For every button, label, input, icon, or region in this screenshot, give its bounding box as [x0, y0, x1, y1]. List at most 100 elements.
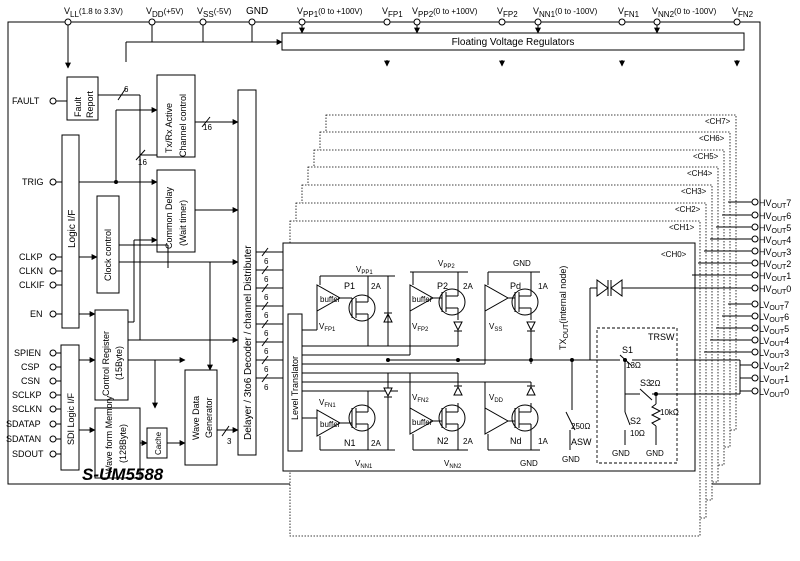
fault-report-block: [66, 76, 99, 121]
hv7-label: HVOUT7: [759, 198, 791, 210]
txrx-label-1: Tx/Rx Active: [164, 103, 174, 153]
fault-report-label-1: Fault: [73, 96, 83, 117]
svg-text:buffer: buffer: [320, 295, 341, 304]
cd-vpp1-label: VPP1: [356, 265, 373, 276]
common-delay-block: [156, 169, 196, 253]
svg-text:1A: 1A: [538, 437, 548, 446]
gnd-label: GND: [246, 6, 268, 17]
nd-stage: VDD Nd 1A GND: [484, 381, 548, 468]
control-register-block: [94, 309, 129, 401]
pin-fault: FAULT: [12, 96, 40, 106]
n1-buffer: [316, 409, 342, 437]
sdi-logic-if-block: [60, 344, 80, 471]
asw-r250: 250Ω: [571, 422, 590, 431]
cd-vnn1-label: VNN1: [355, 459, 373, 470]
vfn1-label: VFN1: [618, 6, 640, 19]
lv1-label: LVOUT1: [759, 374, 789, 386]
p2-buffer: [409, 284, 435, 312]
pd-mosfet: [511, 288, 539, 316]
lv3-label: LVOUT3: [759, 348, 789, 360]
p2-mosfet: [438, 288, 466, 316]
pin-trig: TRIG: [22, 177, 44, 187]
cd-vss-label: VSS: [489, 322, 502, 333]
control-register-label-2: (15Byte): [114, 346, 124, 380]
p2-stage: VPP2 buffer VFP2 P2 2A: [398, 259, 473, 355]
vpp1-label: VPP1(0 to +100V): [297, 6, 363, 19]
svg-text:2A: 2A: [371, 439, 381, 448]
svg-text:N1: N1: [344, 438, 356, 448]
svg-text:P1: P1: [344, 281, 355, 291]
svg-text:P2: P2: [437, 281, 448, 291]
level-translator-label: Level Translator: [290, 356, 300, 420]
regulators-label: Floating Voltage Regulators: [452, 37, 575, 48]
cd-vnn2-label: VNN2: [444, 459, 462, 470]
vnn1-label: VNN1(0 to -100V): [533, 6, 598, 19]
part-number-title: S-UM5588: [82, 465, 164, 484]
svg-text:10Ω: 10Ω: [630, 429, 645, 438]
svg-text:buffer: buffer: [412, 418, 433, 427]
pd-stage: GND VSS Pd 1A: [484, 259, 548, 364]
svg-text:1A: 1A: [538, 282, 548, 291]
hv2-label: HVOUT2: [759, 259, 791, 271]
vpp2-label: VPP2(0 to +100V): [412, 6, 478, 19]
lv0-label: LVOUT0: [759, 387, 789, 399]
channel-0-block: [282, 242, 696, 472]
cache-label: Cache: [154, 431, 163, 455]
p1-stage: VPP1 buffer VFP1 P1 2A: [316, 265, 398, 347]
lv2-label: LVOUT2: [759, 361, 789, 373]
supply-distribution: [65, 25, 740, 69]
channel-buses: 6 6 6 6 6 6 6 6: [256, 247, 288, 392]
svg-text:GND: GND: [513, 259, 531, 268]
pin-sdatan: SDATAN: [6, 434, 41, 444]
p1-mosfet: [348, 294, 376, 322]
svg-text:2A: 2A: [463, 282, 473, 291]
vnn2-label: VNN2(0 to -100V): [652, 6, 717, 19]
hv0-label: HVOUT0: [759, 284, 791, 296]
floating-voltage-regulators-block: [281, 32, 745, 51]
vss-label: VSS(-5V): [197, 6, 232, 19]
svg-text:GND: GND: [562, 455, 580, 464]
hv1-label: HVOUT1: [759, 271, 791, 283]
nd-buffer: [484, 407, 510, 435]
svg-text:6: 6: [264, 383, 269, 392]
svg-text:10kΩ: 10kΩ: [660, 408, 679, 417]
lv5-label: LVOUT5: [759, 324, 789, 336]
nd-mosfet: [511, 404, 539, 432]
svg-text:buffer: buffer: [320, 420, 341, 429]
tx-out-label: TXOUT(internal node): [558, 266, 570, 350]
pin-csn: CSN: [21, 376, 40, 386]
delayer-label: Delayer / 3to6 Decoder / channel Distrib…: [243, 245, 254, 440]
svg-text:6: 6: [264, 275, 269, 284]
cd-vdd-label: VDD: [489, 393, 504, 404]
lv-outputs: LVOUT7 LVOUT6 LVOUT5 LVOUT4 LVOUT3 LVOUT…: [704, 300, 789, 399]
left-pins: FAULT TRIG CLKP CLKN CLKIF EN SPIEN CSP …: [6, 96, 57, 459]
wave-data-generator-label-1: Wave Data: [191, 396, 201, 440]
svg-text:6: 6: [264, 365, 269, 374]
vdd-label: VDD(+5V): [146, 6, 184, 19]
pin-sdatap: SDATAP: [6, 419, 41, 429]
waveform-memory-label-2: (128Byte): [118, 424, 128, 463]
cd-vpp2-label: VPP2: [438, 259, 455, 270]
n2-mosfet: [438, 404, 466, 432]
svg-text:6: 6: [264, 257, 269, 266]
hv3-label: HVOUT3: [759, 247, 791, 259]
cd-vfp2-label: VFP2: [412, 322, 429, 333]
n1-mosfet: [348, 404, 376, 432]
wave-data-generator-label-2: Generator: [204, 397, 214, 438]
right-outputs: HVOUT7 HVOUT6 HVOUT5 HVOUT4 HVOUT3 HVOUT…: [692, 198, 791, 399]
ch3-label: <CH3>: [681, 187, 707, 196]
vfp2-label: VFP2: [497, 6, 518, 19]
waveform-memory-label-1: Wave form Memory: [104, 395, 114, 474]
svg-text:GND: GND: [520, 459, 538, 468]
n2-stage: VFN2 buffer N2 2A VNN2: [409, 372, 473, 470]
hv-outputs: HVOUT7 HVOUT6 HVOUT5 HVOUT4 HVOUT3 HVOUT…: [692, 198, 791, 296]
asw-switch: [565, 411, 576, 431]
p1-buffer: [316, 284, 342, 312]
lv7-label: LVOUT7: [759, 300, 789, 312]
ch7-label: <CH7>: [705, 117, 731, 126]
ch4-label: <CH4>: [687, 169, 713, 178]
vll-label: VLL(1.8 to 3.3V): [64, 6, 123, 19]
delay-bus-width: 16: [138, 158, 147, 167]
